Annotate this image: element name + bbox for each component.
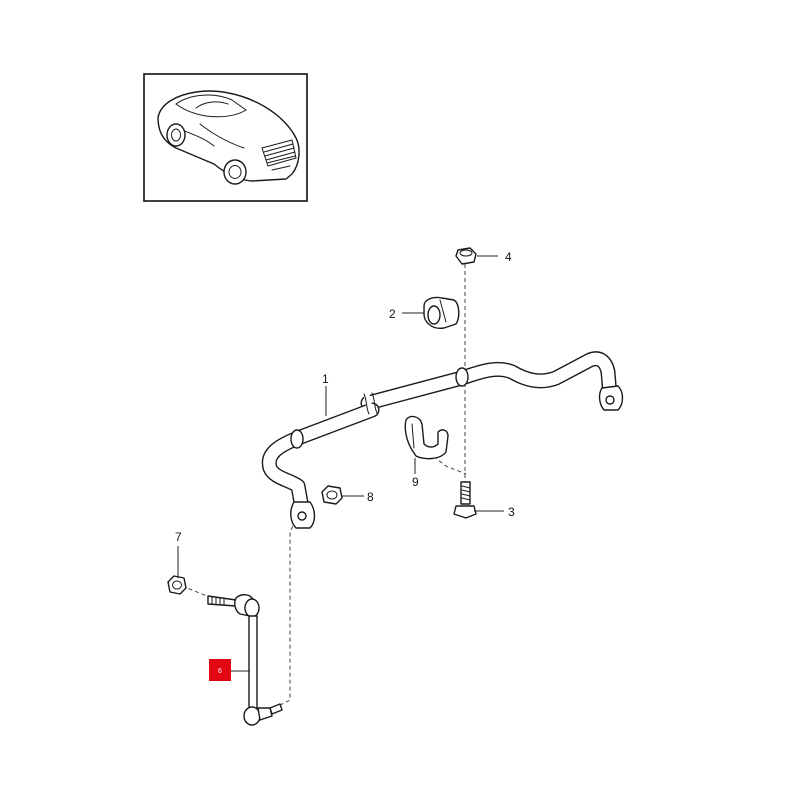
callout-1: 1: [322, 372, 329, 386]
bolt: [453, 481, 477, 519]
callout-4: 4: [505, 250, 512, 264]
callout-2: 2: [389, 307, 396, 321]
nut-left: [167, 575, 187, 595]
highlight-box: [209, 659, 231, 681]
nut-right: [321, 485, 343, 505]
mounting-bracket: [404, 415, 449, 460]
leader-lines: [177, 255, 504, 672]
callout-7: 7: [175, 530, 182, 544]
stabilizer-bar: [261, 351, 624, 529]
car-icon: [157, 90, 300, 185]
callout-9: 9: [412, 475, 419, 489]
rubber-bushing: [423, 296, 460, 329]
nut-top: [455, 247, 477, 265]
callout-6: 6: [218, 668, 222, 675]
callout-3: 3: [508, 505, 515, 519]
callout-8: 8: [367, 490, 374, 504]
coupling-link: [207, 593, 283, 726]
assembly-lines: [181, 264, 467, 711]
car-thumbnail: [143, 73, 308, 202]
callout-labels: 4 2 3 8 1 9 7 6: [175, 250, 515, 681]
